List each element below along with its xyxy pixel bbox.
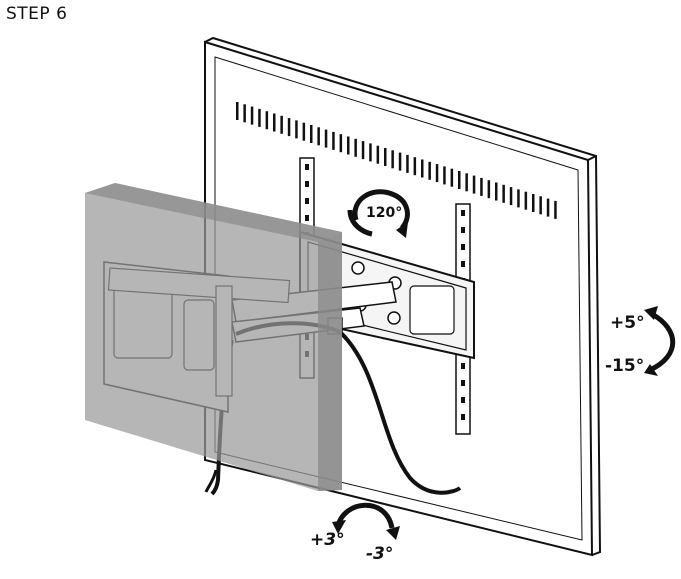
rail-hole xyxy=(461,244,465,250)
swivel-indicator: 120° xyxy=(347,189,410,238)
rail-hole xyxy=(461,397,465,403)
vent-slot xyxy=(480,177,483,196)
tilt-indicator: +5° -15° xyxy=(605,306,676,376)
tilt-arrowhead-down-icon xyxy=(644,364,658,376)
vent-slot xyxy=(310,125,313,143)
tilt-down-label: -15° xyxy=(605,356,644,376)
vent-slot xyxy=(295,120,298,139)
vent-slot xyxy=(369,143,372,162)
vent-slot xyxy=(398,152,402,171)
level-right-label: -3° xyxy=(366,544,393,564)
vent-slot xyxy=(495,182,498,201)
rail-hole xyxy=(305,198,309,204)
rail-hole xyxy=(305,181,309,187)
level-arrowhead-left-icon xyxy=(332,520,346,534)
vent-slot xyxy=(539,196,542,215)
vent-slot xyxy=(532,194,535,212)
vent-slot xyxy=(458,171,461,189)
vent-slot xyxy=(406,154,409,173)
vent-slot xyxy=(443,166,446,185)
level-left-label: +3° xyxy=(310,530,345,550)
vent-slot xyxy=(339,134,343,153)
swivel-arrowhead-icon xyxy=(396,222,408,238)
swivel-arrow-left-icon xyxy=(347,209,373,237)
level-indicator: +3° -3° xyxy=(310,502,400,564)
vent-slot xyxy=(361,141,365,160)
level-arrowhead-right-icon xyxy=(386,526,400,540)
vent-slot xyxy=(354,138,357,157)
vent-slot xyxy=(413,157,417,176)
vent-slot xyxy=(487,180,491,199)
cable-end xyxy=(204,469,218,493)
vent-slot xyxy=(421,159,424,178)
vent-slot xyxy=(324,129,328,148)
vent-slot xyxy=(450,168,454,187)
vent-slot xyxy=(472,175,476,194)
tilt-arrowhead-up-icon xyxy=(644,306,658,320)
vent-slot xyxy=(265,111,269,130)
vent-slot xyxy=(428,161,431,180)
vent-slot xyxy=(384,148,387,166)
rail-hole xyxy=(461,380,465,386)
vent-slot xyxy=(280,115,283,134)
vent-slot xyxy=(243,104,246,123)
vent-slot xyxy=(376,145,380,164)
rail-hole xyxy=(461,261,465,267)
step-title: STEP 6 xyxy=(6,4,68,24)
vent-slot xyxy=(554,200,557,219)
vent-slot xyxy=(302,122,306,141)
level-arrow-icon xyxy=(335,502,395,529)
tilt-up-label: +5° xyxy=(610,313,645,333)
vent-slot xyxy=(317,127,320,146)
vent-slot xyxy=(347,136,350,155)
rail-hole xyxy=(305,164,309,170)
tilt-arrow-icon xyxy=(648,311,676,373)
vent-slot xyxy=(250,106,254,125)
swivel-arrow-icon xyxy=(352,189,410,230)
rail-hole xyxy=(305,215,309,221)
vent-slot xyxy=(273,113,276,132)
rail-hole xyxy=(461,414,465,420)
swivel-label: 120° xyxy=(366,205,402,221)
vent-slot xyxy=(502,184,505,203)
vent-slot xyxy=(236,102,239,120)
vent-slot xyxy=(391,150,394,169)
rail-hole xyxy=(461,227,465,233)
vent-slot xyxy=(435,164,439,183)
rail-hole xyxy=(461,210,465,216)
rail-hole xyxy=(461,363,465,369)
vent-slot xyxy=(524,191,528,210)
ventilation-slots xyxy=(236,102,557,219)
vent-slot xyxy=(465,173,468,192)
vent-slot xyxy=(509,187,513,206)
vent-slot xyxy=(546,198,550,217)
vent-slot xyxy=(517,189,520,208)
vent-slot xyxy=(287,118,291,137)
vent-slot xyxy=(332,131,335,150)
wall-block xyxy=(85,183,342,491)
vent-slot xyxy=(258,108,261,127)
